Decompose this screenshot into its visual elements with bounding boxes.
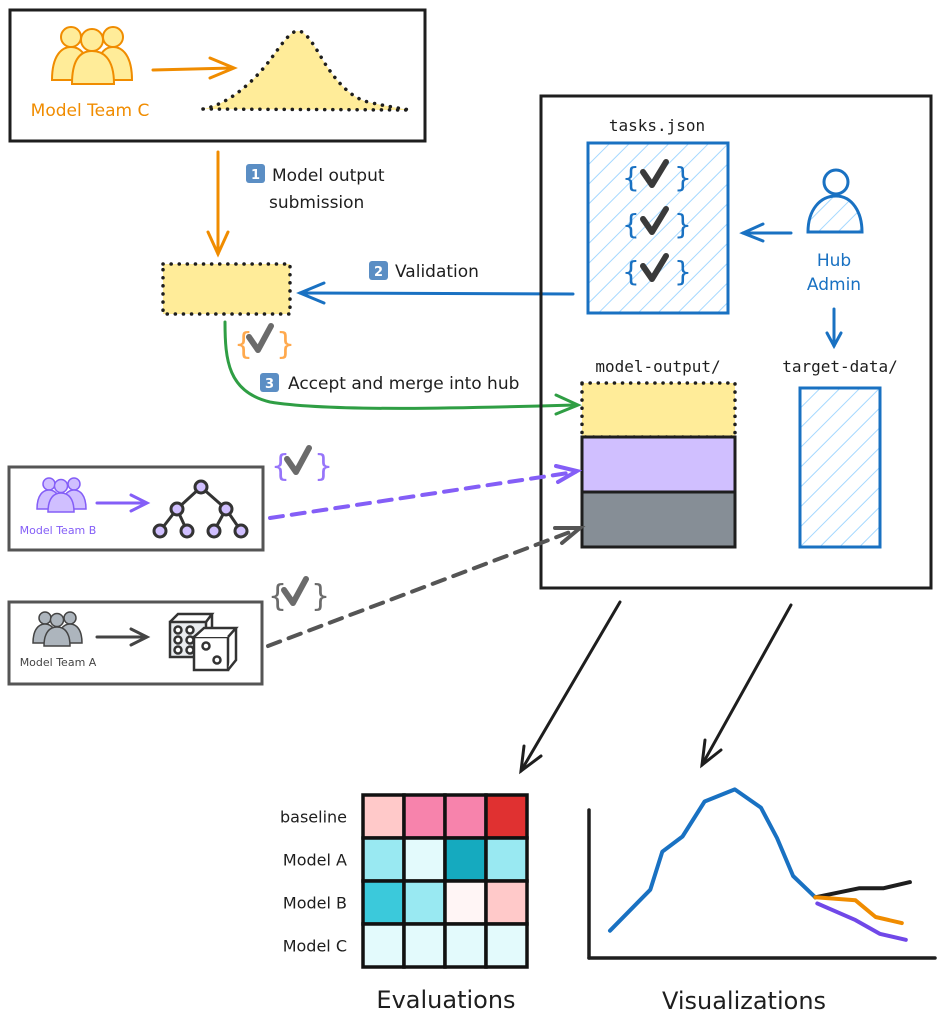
team-c-arrow <box>151 56 238 80</box>
svg-text:{: { <box>622 208 640 241</box>
admin-person-icon <box>806 168 864 234</box>
evaluations-title: Evaluations <box>376 986 515 1014</box>
tasks-json-label: tasks.json <box>609 116 705 135</box>
visualizations-title: Visualizations <box>662 987 826 1015</box>
visualizations-chart <box>587 787 937 960</box>
step3-text: Accept and merge into hub <box>288 374 519 394</box>
step2-arrow <box>296 281 575 305</box>
svg-text:}: } <box>674 208 692 241</box>
model-output-team-c[interactable] <box>580 381 737 439</box>
heatmap-cell <box>402 836 447 883</box>
validated-mark-b: { } <box>271 445 333 484</box>
hub-to-evaluations-arrow <box>519 600 622 775</box>
team-c-box[interactable]: Model Team C <box>8 8 427 143</box>
heatmap-cell <box>361 922 406 969</box>
target-data-label: target-data/ <box>782 357 898 376</box>
task-check-1: { } <box>622 159 692 194</box>
tree-icon <box>152 479 249 539</box>
submission-box[interactable] <box>161 262 292 316</box>
checkmark-icon <box>246 323 274 353</box>
heatmap-cell <box>443 879 488 926</box>
distribution-curve-icon <box>202 29 411 112</box>
heatmap-cell <box>361 793 406 840</box>
svg-text:}: } <box>674 255 692 288</box>
target-data-folder[interactable]: target-data/ <box>782 357 898 549</box>
tasks-json-file[interactable]: tasks.json { } { } { } <box>586 116 730 315</box>
svg-text:{: { <box>268 579 287 614</box>
step3-arrow <box>223 320 582 416</box>
heatmap-row-label: Model C <box>283 937 347 956</box>
heatmap-row-label: Model A <box>283 851 347 870</box>
hub-admin: Hub Admin <box>806 168 864 295</box>
heatmap-cell <box>402 879 447 926</box>
step1-badge: 1 <box>251 168 260 183</box>
model-output-team-b[interactable] <box>580 435 737 494</box>
team-b-label: Model Team B <box>20 524 97 537</box>
team-b-arrow <box>95 493 151 513</box>
admin-label-line2: Admin <box>807 275 861 295</box>
step1-arrow <box>206 150 230 258</box>
step2-text: Validation <box>395 262 479 282</box>
heatmap-cell <box>443 793 488 840</box>
heatmap-row-label: Model B <box>283 894 347 913</box>
svg-text:}: } <box>314 449 333 484</box>
admin-to-target-arrow <box>825 307 843 350</box>
task-check-2: { } <box>622 206 692 241</box>
team-a-box[interactable]: Model Team A <box>7 600 264 686</box>
heatmap-cell <box>484 922 529 969</box>
model-output-folder[interactable]: model-output/ <box>580 357 737 549</box>
model-output-label: model-output/ <box>595 357 720 376</box>
team-a-submission-arrow <box>266 526 586 648</box>
heatmap-cell <box>443 922 488 969</box>
step3-label: 3 Accept and merge into hub <box>260 373 519 394</box>
heatmap-cell <box>402 793 447 840</box>
team-c-people-icon <box>50 26 134 85</box>
model-output-team-a[interactable] <box>580 490 737 549</box>
hub-to-visualizations-arrow <box>700 603 793 769</box>
svg-text:}: } <box>311 579 330 614</box>
step1-label: 1 Model output submission <box>246 164 385 213</box>
team-a-label: Model Team A <box>20 656 97 669</box>
team-c-label: Model Team C <box>31 101 150 121</box>
heatmap-cell <box>484 879 529 926</box>
team-b-submission-arrow <box>268 464 583 520</box>
hub-container <box>539 94 933 590</box>
svg-text:{: { <box>234 327 253 362</box>
admin-to-tasks-arrow <box>739 222 793 243</box>
team-b-box[interactable]: Model Team B <box>7 465 265 552</box>
svg-text:{: { <box>622 255 640 288</box>
team-b-people-icon <box>36 477 87 513</box>
step2-badge: 2 <box>374 265 383 280</box>
heatmap-cell <box>361 836 406 883</box>
svg-text:{: { <box>622 161 640 194</box>
series-line-model-b <box>815 901 908 942</box>
step3-badge: 3 <box>265 377 274 392</box>
step1-text-line2: submission <box>269 193 364 213</box>
series-line-model-c <box>813 880 912 900</box>
step2-label: 2 Validation <box>369 261 479 282</box>
task-check-3: { } <box>622 253 692 288</box>
heatmap-row-label: baseline <box>280 808 347 827</box>
admin-label-line1: Hub <box>817 251 851 271</box>
heatmap-cell <box>402 922 447 969</box>
heatmap-cell <box>484 836 529 883</box>
heatmap-cell <box>443 836 488 883</box>
team-a-arrow <box>95 627 151 647</box>
heatmap-cell <box>484 793 529 840</box>
series-line-model-a <box>813 895 904 926</box>
svg-text:{: { <box>271 449 290 484</box>
validated-mark-c: { } <box>234 323 295 362</box>
series-line-observed <box>608 787 818 933</box>
step1-text-line1: Model output <box>272 166 385 186</box>
validated-mark-a: { } <box>268 576 330 614</box>
svg-text:}: } <box>276 327 295 362</box>
heatmap-cell <box>361 879 406 926</box>
dice-icon <box>168 612 239 672</box>
svg-text:}: } <box>674 161 692 194</box>
team-a-people-icon <box>32 611 83 647</box>
